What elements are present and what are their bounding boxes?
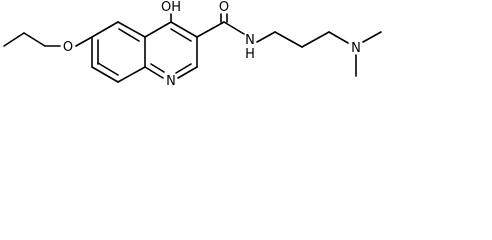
bond-double-c8a-n1	[150, 63, 165, 73]
bond-namine-methyl-up	[362, 31, 382, 43]
bond-c8-c7	[91, 66, 119, 83]
carboxamide-group	[196, 13, 245, 38]
bond-c2-n1	[177, 66, 198, 79]
ring-nitrogen-label: N	[166, 74, 176, 89]
bond-double-c8-c7	[97, 62, 119, 76]
bond-n1-c8a	[144, 66, 164, 79]
propyl-linker	[256, 31, 349, 48]
bond-carbonyl-n	[223, 21, 245, 35]
bond-c8a-c8	[117, 66, 146, 83]
dimethylamino-group	[355, 31, 382, 77]
bond-double-c5-c4a	[118, 28, 140, 42]
bond-c5-c4a	[117, 21, 146, 38]
hydroxyl-label: OH	[161, 0, 181, 15]
bond-c3-carbonyl	[196, 21, 225, 38]
bond-ethyl-ch3	[3, 32, 25, 47]
benzene-ring	[91, 21, 146, 83]
ether-oxygen-label: O	[63, 40, 73, 55]
bond-c1-c2	[274, 31, 303, 48]
amide-nitrogen-label: N	[245, 33, 255, 48]
bond-double-c4-c3	[170, 28, 192, 42]
pyridine-ring	[144, 21, 198, 79]
bond-o-ring	[75, 36, 93, 47]
bond-n-c1	[256, 31, 276, 43]
amine-nitrogen-label: N	[351, 41, 361, 56]
bond-c4-c3	[170, 21, 198, 38]
amide-hydrogen-label: H	[245, 47, 255, 62]
ethoxy-group	[3, 32, 93, 47]
bond-c2-c3	[301, 31, 330, 48]
bond-double-c2-n1	[175, 63, 192, 74]
carbonyl-oxygen-label: O	[219, 0, 229, 15]
bond-c6-c5	[91, 21, 119, 38]
chemical-structure-diagram: OH O O N H N N	[3, 0, 382, 89]
bond-ethyl-ch2	[23, 32, 46, 47]
bond-c4a-c4	[144, 21, 172, 38]
bond-c3-namine	[328, 31, 349, 44]
